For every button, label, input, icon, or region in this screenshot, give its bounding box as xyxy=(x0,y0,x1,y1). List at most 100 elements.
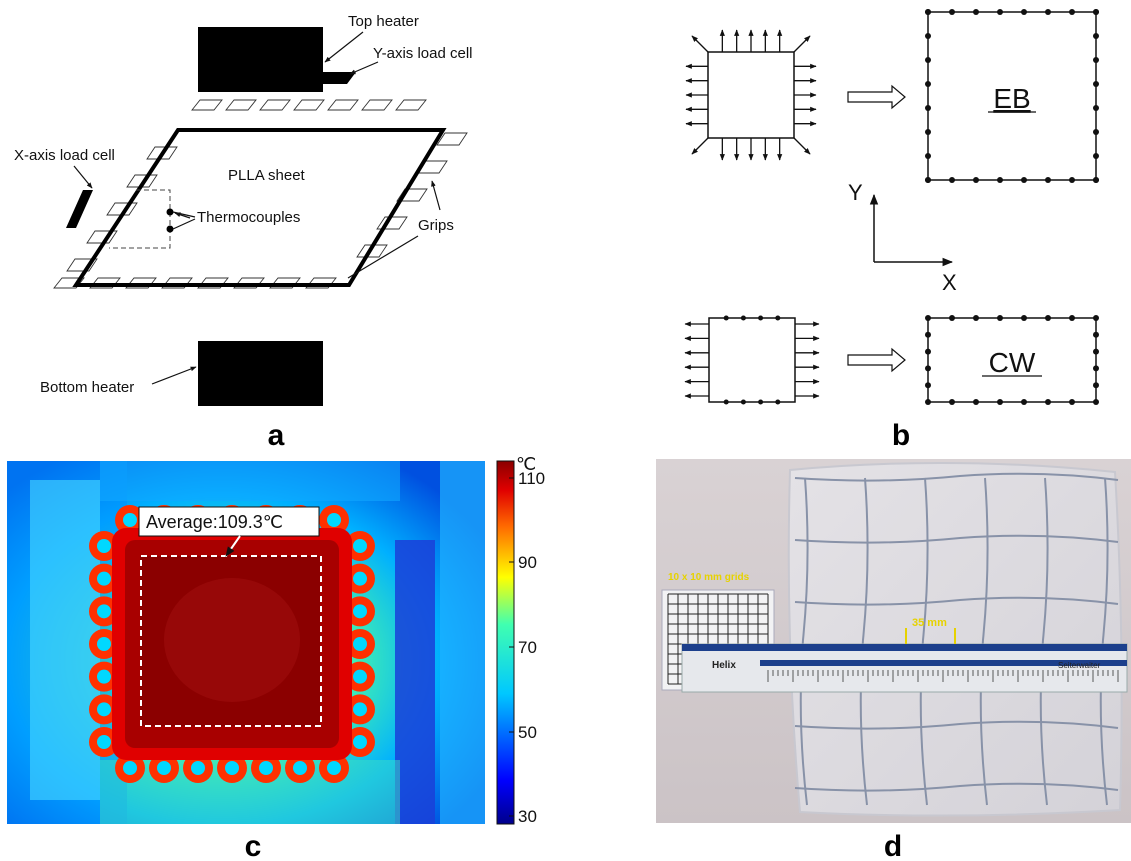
cw-transform-arrow xyxy=(847,347,906,373)
thermal-lobe-core xyxy=(353,539,367,553)
grip-dot xyxy=(740,399,746,405)
grip-dot xyxy=(775,315,781,321)
thermal-lobe-core xyxy=(97,669,111,684)
x-load-cell xyxy=(66,190,93,228)
panel-c-letter: c xyxy=(245,830,262,861)
eb-final-square xyxy=(927,11,1097,181)
grip-dot xyxy=(925,365,931,372)
colorbar-tick-label: 70 xyxy=(518,638,537,657)
top-heater-label: Top heater xyxy=(348,13,419,30)
eb-force-arrows xyxy=(685,29,817,161)
grip-dot xyxy=(1093,33,1099,39)
grip-dot xyxy=(925,57,931,63)
grip-dot xyxy=(1021,177,1027,183)
grip-dot xyxy=(997,399,1003,405)
eb-final-dots xyxy=(925,9,1099,183)
plla-sheet xyxy=(72,128,447,287)
thermal-lobe-core xyxy=(123,761,137,775)
ruler-brand-left: Helix xyxy=(712,660,736,671)
grip-dot xyxy=(925,9,931,15)
grip-dot xyxy=(1045,315,1051,321)
film-grid-line xyxy=(794,782,1119,792)
grip-dot xyxy=(925,382,931,389)
thermal-lobe-core xyxy=(353,669,367,684)
y-load-cell-label: Y-axis load cell xyxy=(373,45,473,62)
thermocouples-label: Thermocouples xyxy=(197,209,300,226)
grip-dot xyxy=(1093,331,1099,338)
grip-dot xyxy=(1069,177,1075,183)
grip-dot xyxy=(973,315,979,321)
cw-final-rect xyxy=(927,317,1097,403)
grip-dot xyxy=(925,315,931,321)
film-grid-line xyxy=(794,472,1119,482)
grip-dot xyxy=(1021,9,1027,15)
eb-initial-square xyxy=(707,51,795,139)
thermal-lobe-core xyxy=(157,761,171,775)
grip-dot xyxy=(997,177,1003,183)
grip-dot xyxy=(758,315,764,321)
grip-dot xyxy=(925,129,931,135)
grip-dot xyxy=(758,399,764,405)
cw-final-dots xyxy=(925,315,1099,405)
thermal-lobe-core xyxy=(97,539,111,553)
grip-dot xyxy=(1093,315,1099,321)
grip-dot xyxy=(925,105,931,111)
grip-dot xyxy=(925,399,931,405)
thermal-lobe-core xyxy=(97,571,111,586)
thermal-image xyxy=(7,461,485,824)
panel-a-letter: a xyxy=(268,419,285,452)
panel-d: 10 x 10 mm grids Helix Seiterwaiter 35 m… xyxy=(656,459,1131,861)
grips-label: Grips xyxy=(418,217,454,234)
axis-y-label: Y xyxy=(848,180,863,205)
colorbar-tick-label: 30 xyxy=(518,807,537,826)
grip-dot xyxy=(997,9,1003,15)
grip-dot xyxy=(1093,399,1099,405)
thermal-lobe-core xyxy=(353,702,367,717)
grip-dot xyxy=(949,177,955,183)
grip-dot xyxy=(1093,105,1099,111)
panel-b: EB Y X CW b xyxy=(684,9,1099,452)
eb-corner-arrow xyxy=(691,137,709,155)
film-grid-line xyxy=(794,720,1119,730)
grip-dot xyxy=(925,33,931,39)
bottom-heater xyxy=(198,341,323,406)
grip-dot xyxy=(1069,9,1075,15)
grip-dot xyxy=(1093,382,1099,389)
thermal-lobe-core xyxy=(327,761,341,775)
grip-dot xyxy=(925,348,931,355)
grip-dot xyxy=(1069,399,1075,405)
grip-dot xyxy=(973,399,979,405)
grip-dot xyxy=(949,315,955,321)
grip-dot xyxy=(1021,399,1027,405)
film-grid-line xyxy=(979,477,989,806)
colorbar-tick-label: 110 xyxy=(518,469,545,488)
thermal-lobe-core xyxy=(353,637,367,651)
xy-axes xyxy=(869,193,954,267)
film-grid-line xyxy=(1039,477,1049,806)
grip-dot xyxy=(925,81,931,87)
eb-corner-arrow xyxy=(793,35,811,53)
grip-dot xyxy=(1045,177,1051,183)
eb-label: EB xyxy=(993,83,1030,114)
panel-b-letter: b xyxy=(892,419,910,452)
film-grid-line xyxy=(794,534,1119,544)
grip-dot xyxy=(949,9,955,15)
ruler-brand-right: Seiterwaiter xyxy=(1058,661,1101,670)
grip-dot xyxy=(1093,81,1099,87)
grip-dot xyxy=(1093,348,1099,355)
thermal-lobe-core xyxy=(225,761,239,775)
average-label: Average:109.3℃ xyxy=(146,512,283,532)
grip-dot xyxy=(1093,57,1099,63)
grip-dot xyxy=(775,399,781,405)
grip-dot xyxy=(925,177,931,183)
axis-x-label: X xyxy=(942,270,957,295)
grip-dot xyxy=(1045,9,1051,15)
colorbar xyxy=(496,460,515,825)
grip-dot xyxy=(973,9,979,15)
thermal-lobe-core xyxy=(97,735,111,749)
y-load-cell xyxy=(283,72,356,84)
grip-dot xyxy=(973,177,979,183)
